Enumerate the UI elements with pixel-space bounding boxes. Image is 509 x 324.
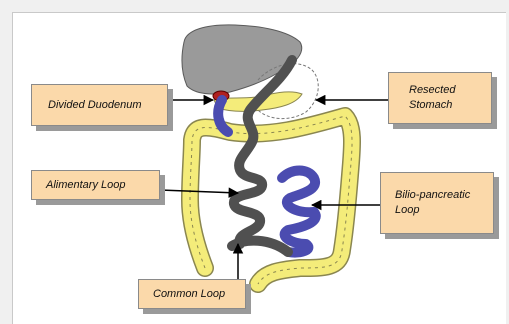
label-divided-duodenum: Divided Duodenum bbox=[31, 84, 168, 126]
label-biliopancreatic-loop: Bilio-pancreatic Loop bbox=[380, 172, 494, 234]
liver bbox=[182, 25, 302, 94]
label-common-loop: Common Loop bbox=[138, 279, 246, 309]
label-resected-stomach: Resected Stomach bbox=[388, 72, 492, 124]
label-alimentary-loop: Alimentary Loop bbox=[31, 170, 160, 200]
